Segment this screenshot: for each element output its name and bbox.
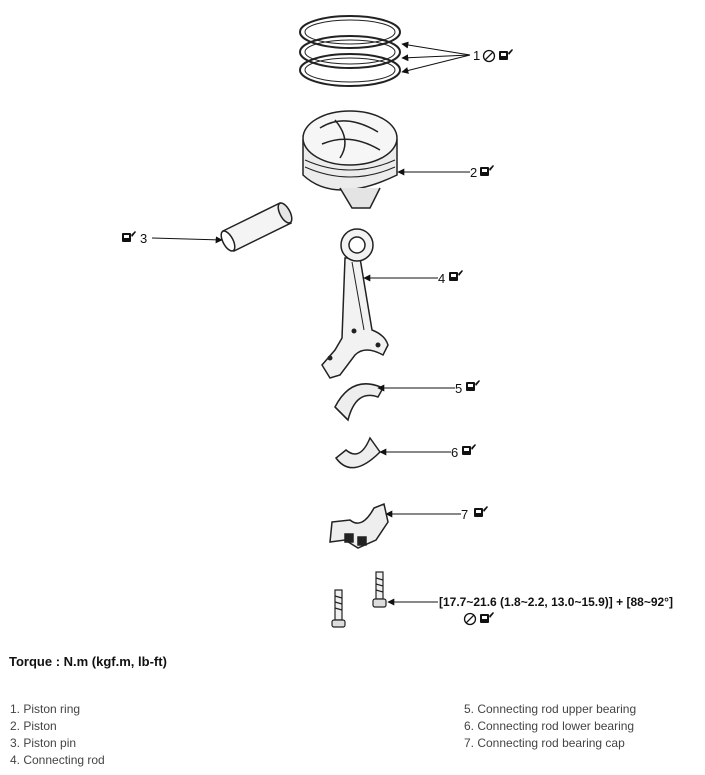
connecting-rod-bolt-right (372, 571, 387, 608)
callout-7: 7 (461, 507, 468, 522)
exploded-diagram: 1 2 3 4 5 (122, 15, 673, 628)
callout-3: 3 (140, 231, 147, 246)
oil-can-icon (480, 165, 494, 176)
torque-units-title: Torque : N.m (kgf.m, lb-ft) (9, 654, 167, 669)
callout-5: 5 (455, 381, 462, 396)
lower-bearing (334, 436, 381, 469)
legend-item: 2. Piston (10, 719, 57, 733)
legend-item: 3. Piston pin (10, 736, 77, 750)
connecting-rod (321, 228, 389, 379)
callout-2: 2 (470, 165, 477, 180)
piston-pin (220, 202, 293, 252)
callout-4: 4 (438, 271, 445, 286)
oil-can-icon (474, 506, 488, 517)
legend-item: 7. Connecting rod bearing cap (464, 736, 625, 750)
torque-spec: [17.7~21.6 (1.8~2.2, 13.0~15.9)] + [88~9… (439, 595, 673, 609)
callout-1: 1 (473, 48, 480, 63)
connecting-rod-bolt-left (331, 589, 346, 628)
legend-item: 6. Connecting rod lower bearing (464, 719, 635, 733)
upper-bearing (334, 383, 385, 422)
legend-left: 1. Piston ring 2. Piston 3. Piston pin 4… (10, 701, 105, 769)
no-reuse-icon (482, 49, 496, 63)
legend-item: 5. Connecting rod upper bearing (464, 702, 637, 716)
callout-1-leaders (401, 41, 471, 74)
oil-can-icon (466, 380, 480, 391)
oil-can-icon (449, 270, 463, 281)
legend-item: 4. Connecting rod (10, 753, 105, 767)
piston-rings (299, 15, 401, 87)
callout-6: 6 (451, 445, 458, 460)
bearing-cap (329, 502, 389, 549)
oil-can-icon (499, 49, 513, 60)
legend-right: 5. Connecting rod upper bearing 6. Conne… (464, 701, 636, 752)
oil-can-icon (122, 231, 136, 242)
piston (302, 110, 398, 209)
oil-can-icon (462, 444, 476, 455)
oil-can-icon (480, 612, 494, 623)
legend-item: 1. Piston ring (10, 702, 81, 716)
no-reuse-icon (463, 612, 477, 626)
